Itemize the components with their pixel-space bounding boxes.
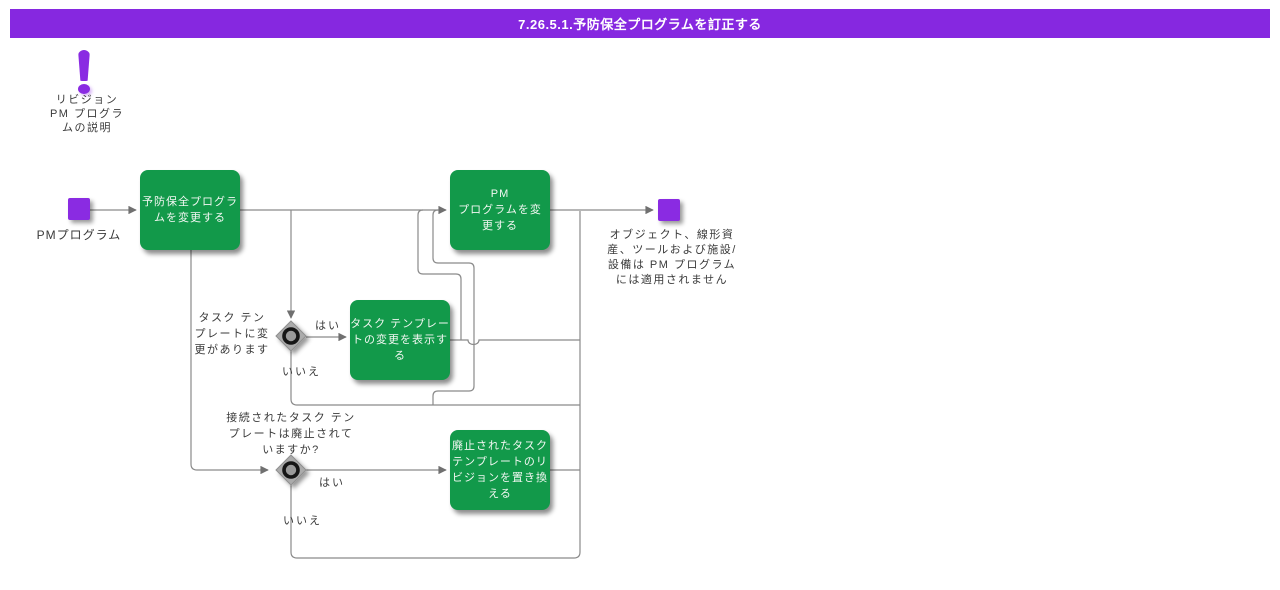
gateway1-no-label: いいえ	[282, 366, 321, 378]
task-replace-deprecated-revision[interactable]: 廃止されたタスク テンプレートのリ ビジョンを置き換 える	[450, 430, 550, 510]
task-display-template-changes[interactable]: タスク テンプレー トの変更を表示す る	[350, 300, 450, 380]
edge-loop-outer	[432, 209, 475, 405]
task-change-preventive-program[interactable]: 予防保全プログラ ムを変更する	[140, 170, 240, 250]
page-title: 7.26.5.1.予防保全プログラムを訂正する	[518, 17, 762, 32]
edge-gateway1-no	[290, 351, 580, 406]
end-event-node[interactable]	[658, 199, 680, 221]
gateway2-no-label: いいえ	[283, 515, 322, 527]
end-event-note: オブジェクト、線形資 産、ツールおよび施設/ 設備は PM プログラム には適用…	[607, 229, 737, 286]
edge-gateway2-no-loop	[290, 211, 581, 559]
start-event-label: PMプログラム	[36, 228, 122, 242]
gateway2-question: 接続されたタスク テン プレートは廃止されて いますか?	[226, 412, 356, 456]
gateway-circle-icon	[282, 327, 300, 345]
edge-loop-inner	[417, 209, 462, 340]
gateway2-yes-label: はい	[319, 477, 345, 489]
gateway-template-deprecated[interactable]	[275, 454, 307, 486]
edge-task3-out	[450, 339, 580, 346]
task-change-pm-program[interactable]: PM プログラムを変 更する	[450, 170, 550, 250]
edge-task1-to-gateway2	[190, 250, 269, 475]
start-event-node[interactable]	[68, 198, 90, 220]
note-label: リビジョン PM プログラ ムの説明	[49, 94, 125, 134]
title-bar: 7.26.5.1.予防保全プログラムを訂正する	[10, 9, 1270, 38]
exclamation-icon-dot	[78, 84, 90, 94]
exclamation-icon	[78, 50, 90, 81]
gateway-template-changed[interactable]	[275, 320, 307, 352]
gateway1-yes-label: はい	[315, 320, 341, 332]
gateway-circle-icon	[282, 461, 300, 479]
gateway1-question: タスク テン プレートに変 更があります	[194, 312, 270, 356]
